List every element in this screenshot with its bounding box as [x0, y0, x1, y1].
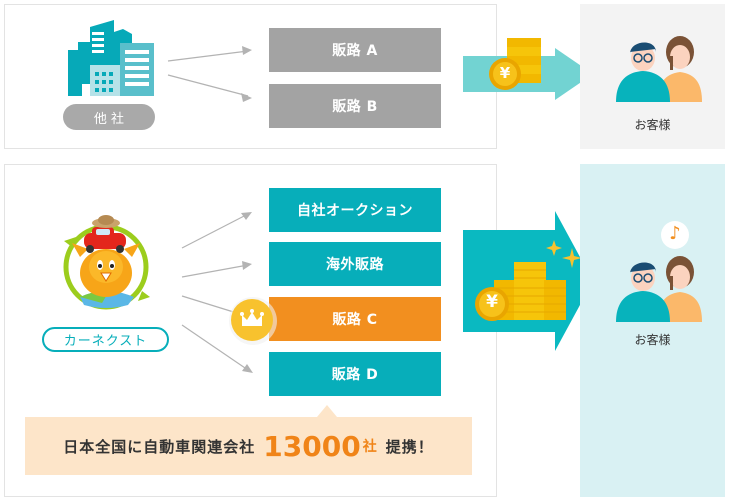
customer-label-top: お客様 — [634, 118, 671, 132]
arrow-to-own-auction — [181, 212, 252, 249]
route-a: 販路 A — [269, 28, 441, 72]
customer-panel-top: お客様 — [580, 4, 725, 149]
coin-stack-icon — [489, 38, 541, 90]
mascot-icon — [63, 215, 150, 310]
coin-pile-icon — [475, 240, 582, 321]
building-icon — [68, 20, 154, 96]
customer-label-bottom: お客様 — [634, 333, 671, 347]
partner-count-unit: 社 — [362, 439, 378, 455]
banner-prefix: 日本全国に自動車関連会社 — [63, 437, 256, 456]
banner-pointer — [317, 405, 337, 417]
route-d: 販路 D — [269, 352, 441, 396]
other-company-label: 他 社 — [63, 104, 155, 130]
arrow-to-route-b — [167, 74, 252, 102]
route-overseas: 海外販路 — [269, 242, 441, 286]
arrow-to-overseas — [181, 261, 252, 278]
music-note-icon: ♪ — [669, 223, 681, 244]
arrow-to-route-c — [181, 295, 241, 315]
partnership-banner: 日本全国に自動車関連会社 13000 社 提携！ — [25, 417, 472, 475]
speech-bubble — [661, 221, 689, 249]
customers-icon — [616, 36, 702, 102]
arrow-to-route-d — [181, 324, 253, 373]
route-b: 販路 B — [269, 84, 441, 128]
route-own-auction: 自社オークション — [269, 188, 441, 232]
banner-suffix: 提携！ — [385, 437, 434, 456]
crown-icon — [229, 297, 277, 345]
happy-customers-icon — [616, 256, 702, 322]
arrow-to-route-a — [167, 46, 252, 62]
customer-panel-bottom: ♪ お客様 — [580, 164, 725, 497]
partner-count: 13000 — [263, 429, 361, 463]
yen-icon-bottom: ¥ — [486, 292, 498, 312]
yen-icon: ¥ — [499, 64, 511, 82]
route-c: 販路 C — [269, 297, 441, 341]
carnext-label: カーネクスト — [42, 327, 169, 352]
